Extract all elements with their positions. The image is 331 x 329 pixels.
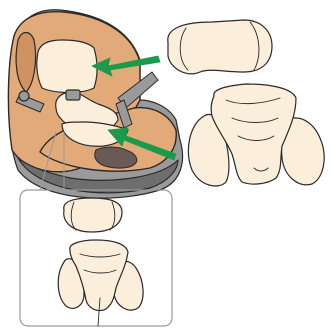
installed-head-cushion <box>37 40 97 93</box>
harness-adjuster <box>19 91 29 101</box>
harness-buckle <box>66 90 80 100</box>
body-cushion-detached <box>188 84 324 186</box>
callout-head-pillow <box>64 198 122 232</box>
head-pillow-detached <box>168 20 272 74</box>
car-seat <box>8 10 182 198</box>
